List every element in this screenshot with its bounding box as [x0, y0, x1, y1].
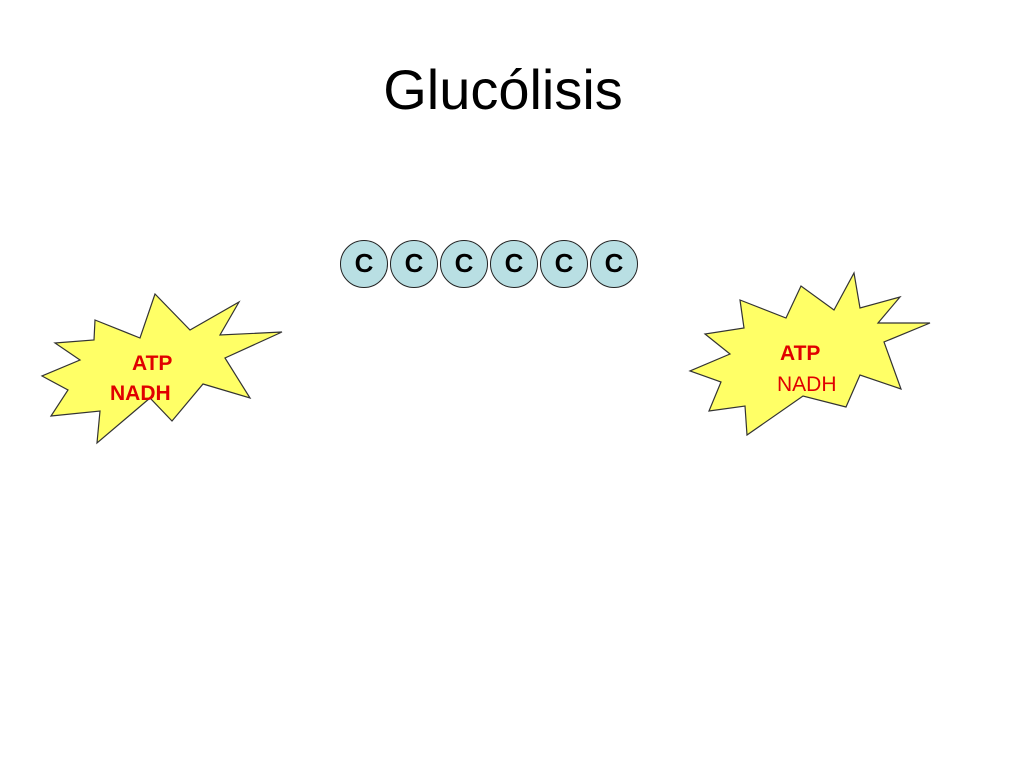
carbon-atom-label: C — [404, 248, 424, 278]
carbon-atom-label: C — [354, 248, 374, 278]
burst-right-nadh: NADH — [777, 373, 837, 396]
slide-title: Glucólisis — [383, 58, 623, 121]
carbon-atom-label: C — [504, 248, 524, 278]
carbon-chain: C C C C C C — [340, 240, 640, 288]
carbon-atom: C — [340, 240, 388, 288]
burst-left-atp: ATP — [132, 352, 173, 375]
carbon-atom: C — [540, 240, 588, 288]
burst-left-nadh: NADH — [110, 382, 171, 405]
carbon-atom: C — [590, 240, 638, 288]
carbon-atom: C — [390, 240, 438, 288]
carbon-atom-label: C — [454, 248, 474, 278]
burst-right-atp: ATP — [780, 342, 821, 365]
carbon-atom-label: C — [604, 248, 624, 278]
carbon-atom: C — [490, 240, 538, 288]
explosion-shape-right — [688, 271, 931, 437]
explosion-shape-left — [40, 292, 283, 445]
carbon-atom: C — [440, 240, 488, 288]
energy-burst-left: ATP NADH — [40, 280, 285, 445]
carbon-atom-label: C — [554, 248, 574, 278]
energy-burst-right: ATP NADH — [688, 270, 933, 438]
